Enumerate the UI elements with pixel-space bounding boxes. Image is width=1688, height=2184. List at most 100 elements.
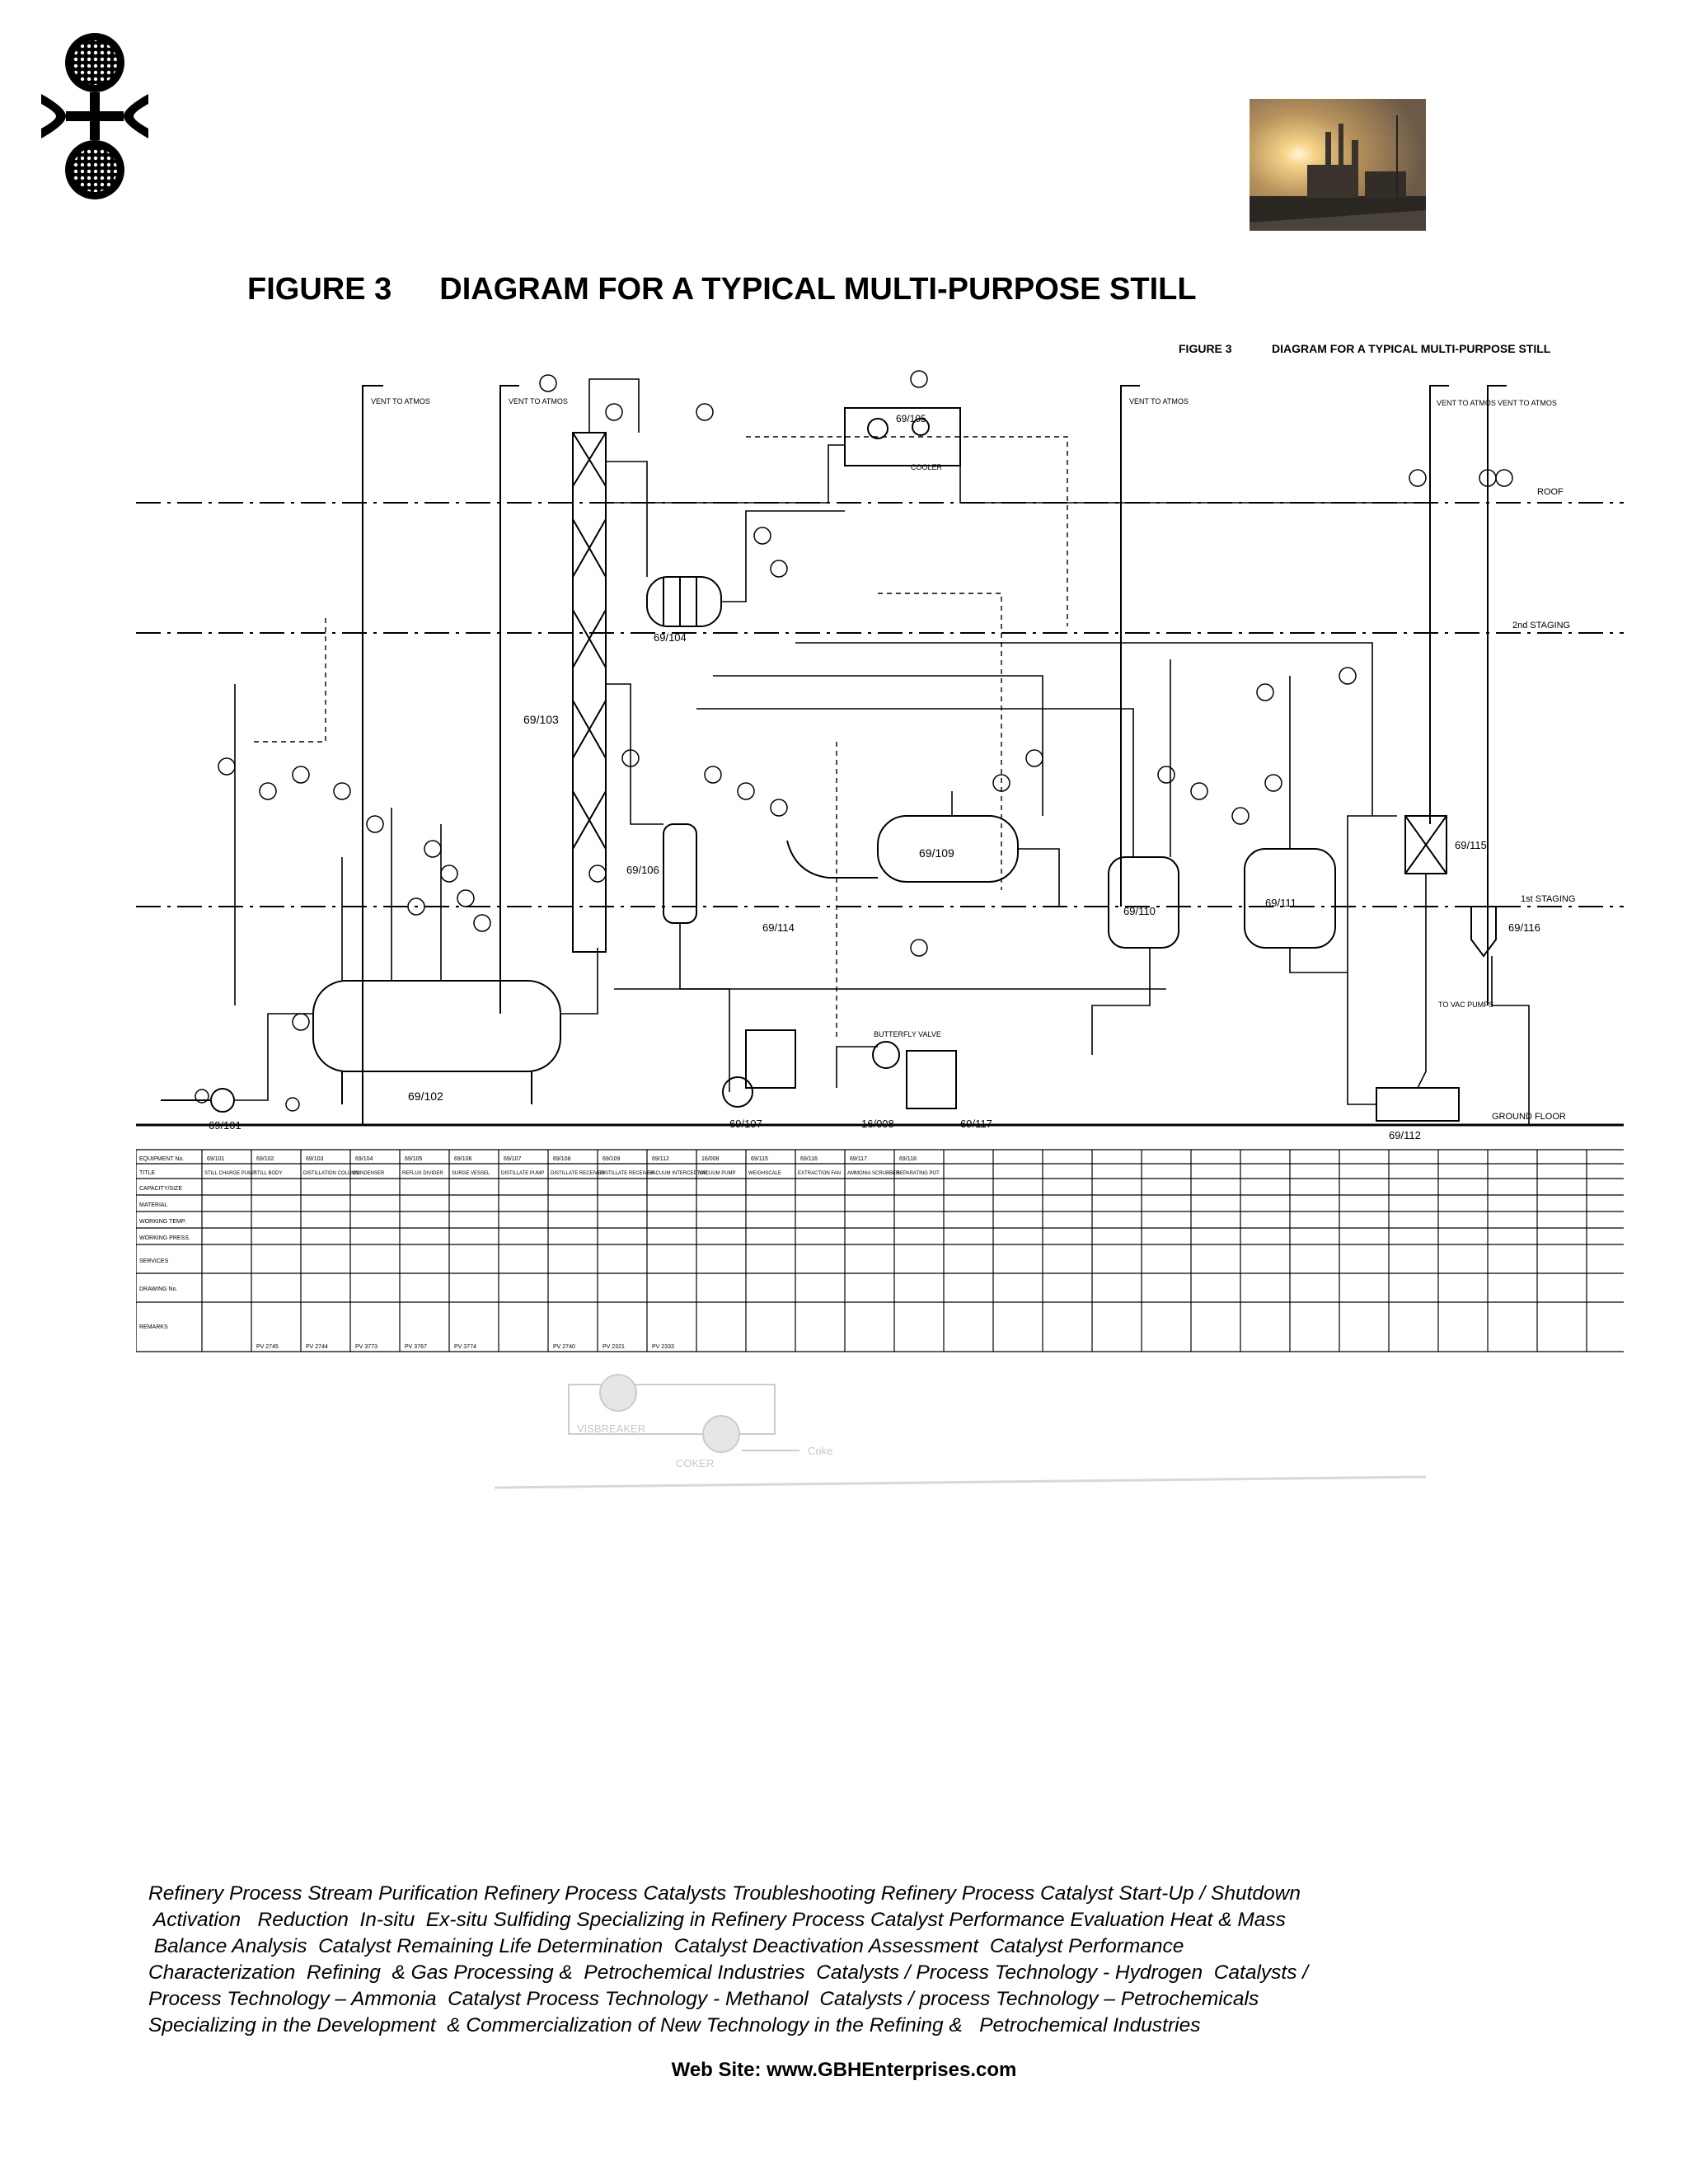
svg-text:PV 2321: PV 2321 <box>603 1344 625 1350</box>
svg-text:69/110: 69/110 <box>1123 905 1156 917</box>
cooler-label: COOLER <box>911 463 943 471</box>
svg-text:PV 3767: PV 3767 <box>405 1344 427 1350</box>
cooler-unit: 69/105 <box>844 407 961 466</box>
svg-text:69/109: 69/109 <box>919 846 954 860</box>
ghost-coke: Coke <box>808 1445 832 1457</box>
svg-text:69/106: 69/106 <box>626 864 659 876</box>
vessel-110: 69/110 <box>1108 856 1179 949</box>
inner-caption-title: DIAGRAM FOR A TYPICAL MULTI-PURPOSE STIL… <box>1272 342 1551 355</box>
svg-text:PV 3774: PV 3774 <box>454 1344 476 1350</box>
ghost-coker: COKER <box>676 1457 714 1469</box>
receiver-106: 69/106 <box>626 823 697 924</box>
svg-text:16/008: 16/008 <box>861 1118 894 1130</box>
process-flow-diagram: FIGURE 3 DIAGRAM FOR A TYPICAL MULTI-PUR… <box>135 330 1688 1368</box>
svg-text:69/107: 69/107 <box>504 1156 522 1162</box>
svg-text:VENT TO ATMOS: VENT TO ATMOS <box>1498 399 1557 407</box>
svg-text:MATERIAL: MATERIAL <box>139 1202 168 1208</box>
refinery-photo <box>1250 99 1426 231</box>
svg-text:PV 2740: PV 2740 <box>553 1344 575 1350</box>
svg-text:DRAWING No.: DRAWING No. <box>139 1286 177 1292</box>
svg-text:TITLE: TITLE <box>139 1170 155 1176</box>
svg-text:69/112: 69/112 <box>652 1156 669 1162</box>
svg-text:69/114: 69/114 <box>762 921 795 934</box>
svg-text:REMARKS: REMARKS <box>139 1324 168 1330</box>
svg-text:VENT TO ATMOS: VENT TO ATMOS <box>1129 397 1189 405</box>
level-roof: ROOF <box>1537 487 1564 497</box>
separator-114: 69/114 <box>762 840 878 934</box>
svg-text:REFLUX DIVIDER: REFLUX DIVIDER <box>402 1171 443 1176</box>
figure-heading: DIAGRAM FOR A TYPICAL MULTI-PURPOSE STIL… <box>439 272 1197 307</box>
distillation-column: 69/103 <box>523 432 607 953</box>
svg-text:69/108: 69/108 <box>553 1156 571 1162</box>
svg-text:69/101: 69/101 <box>209 1119 241 1132</box>
svg-text:VACUUM INTERCEPTOR: VACUUM INTERCEPTOR <box>649 1171 708 1176</box>
svg-text:69/109: 69/109 <box>603 1156 621 1162</box>
footer-line: Specializing in the Development & Commer… <box>148 2014 1201 2036</box>
faded-background-graphic: VISBREAKER COKER Coke <box>494 1368 1427 1492</box>
charge-pump: 69/101 <box>161 1088 241 1132</box>
website-link[interactable]: Web Site: www.GBHEnterprises.com <box>671 2059 1017 2081</box>
company-logo <box>33 30 157 203</box>
svg-text:69/104: 69/104 <box>355 1156 373 1162</box>
svg-text:PV 2744: PV 2744 <box>306 1344 328 1350</box>
svg-text:SEPARATING POT: SEPARATING POT <box>897 1171 940 1176</box>
svg-text:69/105: 69/105 <box>405 1156 423 1162</box>
footer-line: Refinery Process Stream Purification Ref… <box>148 1882 1301 1905</box>
svg-text:DISTILLATION COLUMN: DISTILLATION COLUMN <box>303 1171 359 1176</box>
svg-text:DISTILLATE RECEIVER: DISTILLATE RECEIVER <box>600 1171 654 1176</box>
svg-text:PV 2333: PV 2333 <box>652 1344 674 1350</box>
vacuum-pump-112: 69/112 <box>1376 1087 1460 1141</box>
butterfly-valve-label: BUTTERFLY VALVE <box>874 1030 941 1038</box>
svg-text:VENT TO ATMOS: VENT TO ATMOS <box>371 397 430 405</box>
vent-stack-2: VENT TO ATMOS <box>499 385 568 1014</box>
figure-label: FIGURE 3 <box>247 272 392 307</box>
svg-text:EXTRACTION FAN: EXTRACTION FAN <box>798 1171 841 1176</box>
weighscale: 16/008 <box>861 1041 957 1130</box>
svg-text:69/102: 69/102 <box>256 1156 274 1162</box>
svg-text:DISTILLATE PUMP: DISTILLATE PUMP <box>501 1171 544 1176</box>
svg-text:69/103: 69/103 <box>523 713 559 726</box>
svg-text:69/103: 69/103 <box>306 1156 324 1162</box>
equipment-schedule-grid <box>135 1149 1624 1352</box>
svg-text:EQUIPMENT No.: EQUIPMENT No. <box>139 1156 184 1162</box>
footer-description: Refinery Process Stream Purification Ref… <box>148 1881 1467 2039</box>
vent-stack-4: VENT TO ATMOS <box>1429 385 1496 824</box>
footer-line: Activation Reduction In-situ Ex-situ Sul… <box>148 1909 1286 1931</box>
svg-text:69/111: 69/111 <box>1265 897 1296 909</box>
separating-pot-116: 69/116 <box>1470 906 1540 958</box>
svg-text:CONDENSER: CONDENSER <box>353 1171 385 1176</box>
process-piping <box>234 378 1530 1125</box>
receiver-109: 69/109 <box>877 815 1019 883</box>
condenser: 69/104 <box>646 576 722 644</box>
vent-stack-5: VENT TO ATMOS <box>1487 385 1557 1005</box>
svg-text:69/115: 69/115 <box>751 1156 768 1162</box>
footer-line: Process Technology – Ammonia Catalyst Pr… <box>148 1988 1259 2010</box>
footer-line: Balance Analysis Catalyst Remaining Life… <box>148 1935 1184 1957</box>
svg-text:DISTILLATE RECEIVER: DISTILLATE RECEIVER <box>551 1171 605 1176</box>
level-2nd-staging: 2nd STAGING <box>1512 621 1570 630</box>
svg-text:69/116: 69/116 <box>1508 921 1540 934</box>
schedule-tags: 69/101 69/102 69/103 69/104 69/105 69/10… <box>207 1156 917 1162</box>
schedule-remarks: PV 2745 PV 2744 PV 3773 PV 3767 PV 3774 … <box>256 1344 674 1350</box>
svg-text:VENT TO ATMOS: VENT TO ATMOS <box>1437 399 1496 407</box>
svg-text:STILL CHARGE PUMP: STILL CHARGE PUMP <box>204 1171 256 1176</box>
schedule-row-headers: EQUIPMENT No. TITLE CAPACITY/SIZE MATERI… <box>139 1156 190 1330</box>
svg-text:69/118: 69/118 <box>899 1156 917 1162</box>
schedule-titles: STILL CHARGE PUMP STILL BODY DISTILLATIO… <box>204 1171 940 1176</box>
svg-text:WORKING PRESS.: WORKING PRESS. <box>139 1235 190 1241</box>
svg-text:69/104: 69/104 <box>654 631 687 644</box>
svg-text:69/117: 69/117 <box>850 1156 867 1162</box>
svg-text:AMMONIA SCRUBBER: AMMONIA SCRUBBER <box>847 1171 900 1176</box>
svg-text:69/112: 69/112 <box>1389 1129 1421 1141</box>
svg-text:VENT TO ATMOS: VENT TO ATMOS <box>509 397 568 405</box>
tag-69-117: 69/117 <box>960 1118 992 1130</box>
to-vac-pumps-label: TO VAC PUMPS <box>1438 1001 1493 1009</box>
footer-line: Characterization Refining & Gas Processi… <box>148 1961 1309 1984</box>
svg-text:CAPACITY/SIZE: CAPACITY/SIZE <box>139 1186 182 1192</box>
figure-title: FIGURE 3 DIAGRAM FOR A TYPICAL MULTI-PURP… <box>247 272 1197 307</box>
svg-text:69/107: 69/107 <box>729 1118 762 1130</box>
inner-caption-label: FIGURE 3 <box>1179 342 1232 355</box>
scrubber-115: 69/115 <box>1404 815 1487 874</box>
svg-text:69/106: 69/106 <box>454 1156 472 1162</box>
svg-text:PV 2745: PV 2745 <box>256 1344 279 1350</box>
